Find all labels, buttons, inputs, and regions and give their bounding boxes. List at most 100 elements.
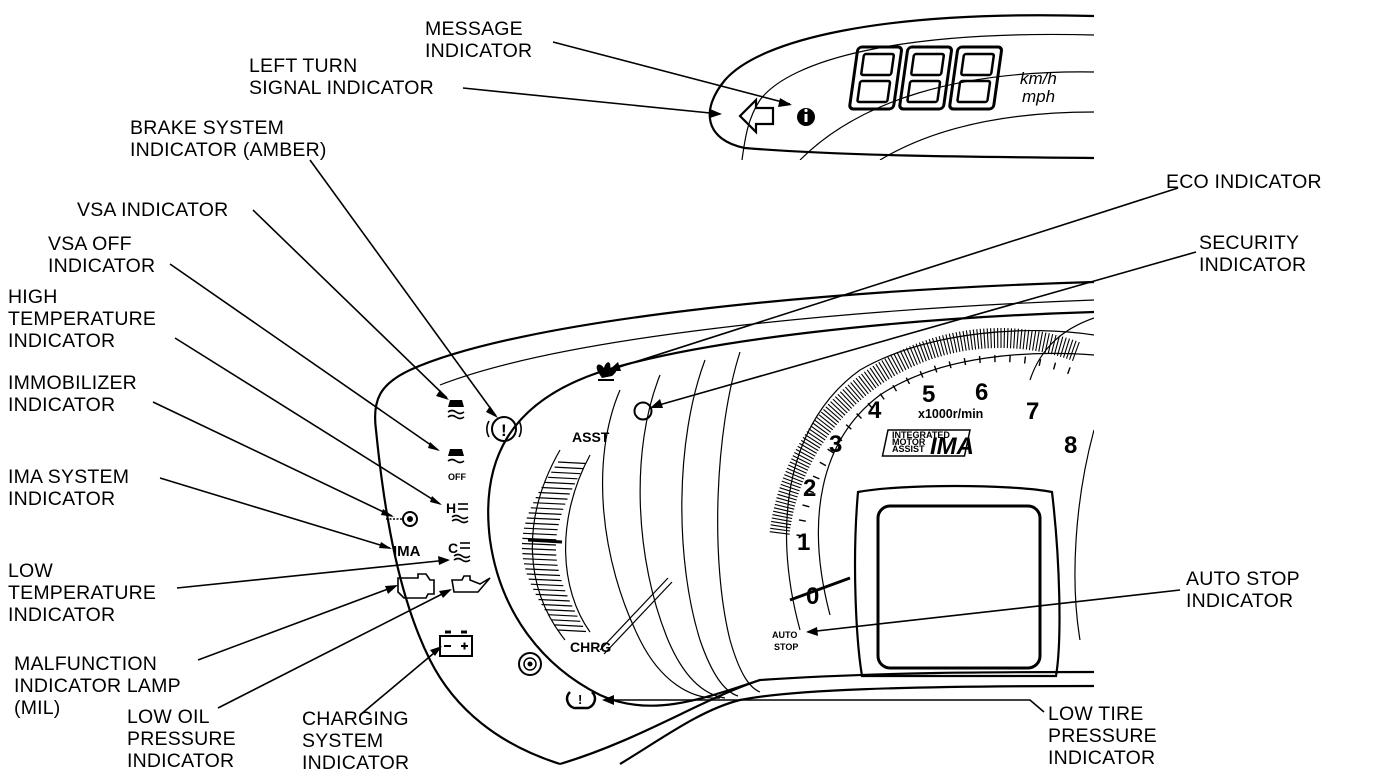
tach-tick xyxy=(976,329,980,350)
battery-charging-icon xyxy=(439,630,473,657)
ima-bar xyxy=(533,588,566,592)
tach-tick xyxy=(899,350,910,369)
label-vsa-off-1: VSA OFF xyxy=(48,233,132,255)
tach-tick xyxy=(1022,329,1026,350)
message-info-icon xyxy=(797,108,815,126)
ima-bar xyxy=(521,542,557,546)
ima-bar xyxy=(522,553,557,556)
label-message-2: INDICATOR xyxy=(425,40,532,62)
tach-minor-tick xyxy=(1052,362,1057,370)
digit-2 xyxy=(898,45,953,111)
label-left-turn-1: LEFT TURN xyxy=(249,55,357,77)
tach-tick xyxy=(858,375,872,393)
tach-tick xyxy=(952,332,958,353)
oil-pressure-icon xyxy=(451,575,491,593)
tach-tick xyxy=(935,336,942,357)
tach-tick xyxy=(812,422,830,436)
tach-minor-tick xyxy=(978,355,981,364)
tach-tick xyxy=(1041,332,1047,353)
tach-tick xyxy=(771,517,792,523)
label-eco: ECO INDICATOR xyxy=(1166,171,1322,193)
ima-bar xyxy=(535,497,568,500)
label-low-temp-2: TEMPERATURE xyxy=(8,582,156,604)
left-turn-arrow-icon xyxy=(738,97,775,135)
ima-bar xyxy=(522,537,557,541)
tach-tick xyxy=(1059,337,1067,357)
immobilizer-key-icon xyxy=(386,511,418,527)
tach-tick xyxy=(1013,328,1016,349)
label-high-temp-1: HIGH xyxy=(8,286,58,308)
tach-minor-tick xyxy=(1067,367,1071,375)
tach-minor-tick xyxy=(867,402,874,409)
tach-tick xyxy=(875,363,887,382)
label-ima-system-1: IMA SYSTEM xyxy=(8,466,129,488)
callout-labels: MESSAGE INDICATOR LEFT TURN SIGNAL INDIC… xyxy=(8,18,1322,774)
main-cluster-housing xyxy=(374,280,1094,766)
tach-tick xyxy=(945,334,952,354)
ima-bar xyxy=(551,619,581,622)
tach-tick xyxy=(771,520,792,526)
label-brake-1: BRAKE SYSTEM xyxy=(130,117,284,139)
label-high-temp-3: INDICATOR xyxy=(8,330,115,352)
tach-tick xyxy=(1053,335,1061,356)
tach-tick xyxy=(990,328,992,349)
tach-tick xyxy=(993,328,996,349)
ima-logo: INTEGRATED MOTOR ASSIST IMA xyxy=(881,429,974,460)
tach-number: 1 xyxy=(797,529,810,556)
tach-tick xyxy=(810,425,828,438)
label-low-tire-1: LOW TIRE xyxy=(1048,703,1144,725)
tach-tick xyxy=(789,461,809,471)
chrg-label: CHRG xyxy=(570,639,611,655)
tach-minor-tick xyxy=(948,361,952,369)
tach-tick xyxy=(804,434,822,446)
tach-tick xyxy=(850,382,864,399)
tach-minor-tick xyxy=(879,393,885,400)
digit-1 xyxy=(848,45,903,111)
label-low-tire-3: INDICATOR xyxy=(1048,747,1155,769)
tachometer-minor-ticks xyxy=(796,355,1071,537)
tach-tick xyxy=(788,464,807,474)
auto-stop-text-1: AUTO xyxy=(772,630,797,640)
speedometer-housing xyxy=(708,14,1094,160)
tach-number: 4 xyxy=(868,397,882,424)
label-low-tire-2: PRESSURE xyxy=(1048,725,1157,747)
tach-tick xyxy=(770,524,791,529)
ima-gauge-bars xyxy=(521,461,587,633)
tach-tick xyxy=(909,346,918,365)
svg-text:OFF: OFF xyxy=(448,472,466,482)
ima-bar xyxy=(554,466,584,470)
ima-bar xyxy=(535,593,568,597)
tach-tick xyxy=(825,406,842,421)
tach-tick xyxy=(1044,333,1050,353)
label-left-turn-2: SIGNAL INDICATOR xyxy=(249,77,434,99)
tach-tick xyxy=(881,360,893,378)
tach-tick xyxy=(820,411,838,426)
digit-3 xyxy=(948,45,1003,111)
ima-bar xyxy=(530,583,564,587)
ima-system-icon: IMA xyxy=(393,543,421,560)
tach-tick xyxy=(866,369,880,387)
unit-kmh: km/h xyxy=(1020,69,1057,88)
tach-tick xyxy=(969,329,974,350)
ima-bar xyxy=(525,522,559,526)
tach-minor-tick xyxy=(919,370,924,378)
tach-tick xyxy=(772,514,793,520)
tach-tick xyxy=(955,332,961,352)
tach-tick xyxy=(1062,338,1071,358)
label-mil-3: (MIL) xyxy=(14,697,61,719)
svg-text:!: ! xyxy=(578,692,582,707)
tach-tick xyxy=(842,389,857,405)
label-low-oil-1: LOW OIL xyxy=(127,706,210,728)
ima-bar xyxy=(547,614,578,617)
lcd-frame xyxy=(853,484,1061,678)
tach-tick xyxy=(915,343,924,363)
tach-tick xyxy=(774,503,795,510)
tach-tick xyxy=(802,436,821,449)
tach-minor-tick xyxy=(827,448,834,454)
ima-bar xyxy=(523,527,558,531)
label-low-oil-3: INDICATOR xyxy=(127,750,234,772)
tach-tick xyxy=(958,331,964,352)
tach-tick xyxy=(1009,328,1013,349)
